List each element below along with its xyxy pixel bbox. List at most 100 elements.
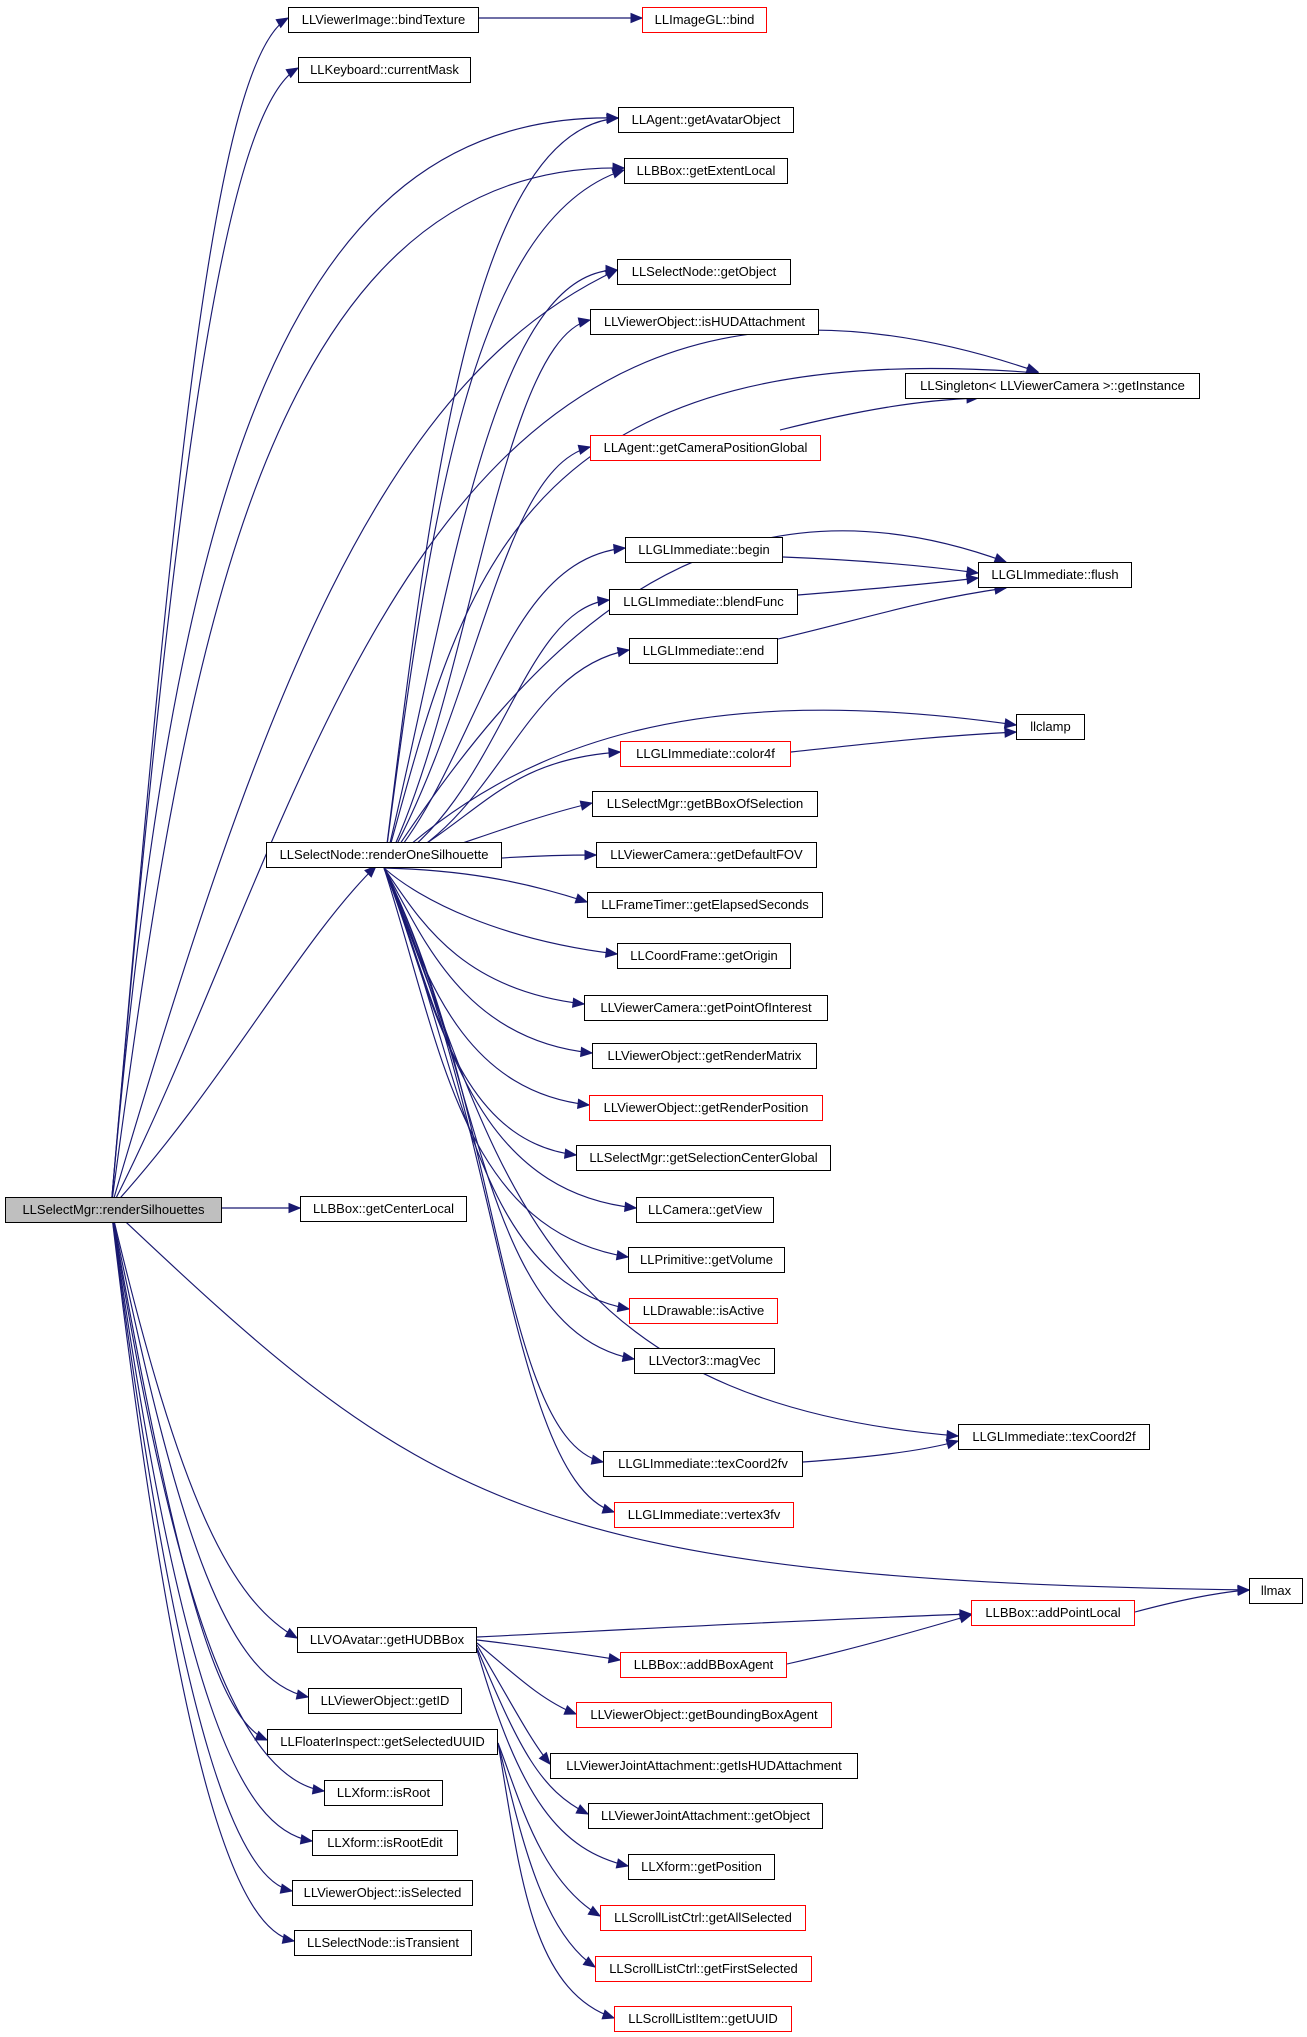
node-jointGetObject[interactable]: LLViewerJointAttachment::getObject (588, 1803, 823, 1829)
arrowhead-llmax (1237, 1585, 1251, 1597)
node-getVolume[interactable]: LLPrimitive::getVolume (628, 1247, 785, 1273)
node-vertex3fv[interactable]: LLGLImmediate::vertex3fv (614, 1502, 794, 1528)
node-bindTexture[interactable]: LLViewerImage::bindTexture (288, 7, 479, 33)
edge-renderOneSilhouette-to-getExtentLocal (383, 169, 625, 869)
node-getBoundingBoxAgent[interactable]: LLViewerObject::getBoundingBoxAgent (576, 1702, 832, 1728)
node-glBlendFunc[interactable]: LLGLImmediate::blendFunc (609, 589, 798, 615)
edge-addPointLocal-to-llmax (1134, 1589, 1250, 1613)
edge-renderOneSilhouette-to-getElapsedSeconds (383, 867, 588, 903)
edge-renderSilhouettes-to-isRoot (110, 1207, 325, 1792)
edge-renderOneSilhouette-to-glFlush (383, 530, 1007, 869)
node-getObject[interactable]: LLSelectNode::getObject (617, 259, 791, 285)
node-currentMask[interactable]: LLKeyboard::currentMask (298, 57, 471, 83)
edge-getSelectedUUID-to-getAllSelected (497, 1742, 601, 1917)
arrowhead-getBBoxOfSelection (579, 800, 594, 811)
edge-renderOneSilhouette-to-getCameraPositionGlobal (383, 446, 591, 869)
node-addBBoxAgent[interactable]: LLBBox::addBBoxAgent (620, 1652, 787, 1678)
arrowhead-getRenderPosition (577, 1098, 591, 1109)
edge-getHUDBBox-to-jointGetObject (476, 1647, 589, 1815)
node-llclamp[interactable]: llclamp (1016, 714, 1085, 740)
node-magVec[interactable]: LLVector3::magVec (634, 1348, 775, 1374)
node-getView[interactable]: LLCamera::getView (636, 1197, 774, 1223)
node-isRootEdit[interactable]: LLXform::isRootEdit (312, 1830, 458, 1856)
arrowhead-llclamp (1004, 727, 1018, 738)
arrowhead-glBegin (613, 543, 627, 555)
node-isTransient[interactable]: LLSelectNode::isTransient (294, 1930, 472, 1956)
node-getPointOfInterest[interactable]: LLViewerCamera::getPointOfInterest (584, 995, 828, 1021)
edge-glColor4f-to-llclamp (790, 731, 1017, 753)
edge-renderSilhouettes-to-getAvatarObject (110, 117, 619, 1209)
arrowhead-getCenterLocal (288, 1202, 302, 1214)
node-glEnd[interactable]: LLGLImmediate::end (629, 638, 778, 664)
arrowhead-isTransient (281, 1933, 296, 1944)
edge-texCoord2fv-to-texCoord2f (802, 1440, 959, 1463)
arrowhead-imageGLBind (630, 12, 644, 24)
node-getDefaultFOV[interactable]: LLViewerCamera::getDefaultFOV (596, 842, 817, 868)
node-glColor4f[interactable]: LLGLImmediate::color4f (620, 741, 791, 767)
node-singletonGetInstance[interactable]: LLSingleton< LLViewerCamera >::getInstan… (905, 373, 1200, 399)
node-getElapsedSeconds[interactable]: LLFrameTimer::getElapsedSeconds (587, 892, 823, 918)
node-getCameraPositionGlobal[interactable]: LLAgent::getCameraPositionGlobal (590, 435, 821, 461)
node-texCoord2f[interactable]: LLGLImmediate::texCoord2f (958, 1424, 1150, 1450)
arrowhead-addBBoxAgent (607, 1653, 622, 1664)
arrowhead-getBoundingBoxAgent (563, 1704, 578, 1715)
edge-renderOneSilhouette-to-glBlendFunc (383, 599, 610, 869)
arrowhead-getVolume (615, 1249, 630, 1261)
arrowhead-getView (624, 1201, 638, 1213)
node-getRenderMatrix[interactable]: LLViewerObject::getRenderMatrix (592, 1043, 817, 1069)
arrowhead-isRootEdit (299, 1834, 314, 1845)
edge-renderSilhouettes-to-getExtentLocal (110, 167, 625, 1209)
node-addPointLocal[interactable]: LLBBox::addPointLocal (971, 1600, 1135, 1626)
arrowhead-getCameraPositionGlobal (577, 444, 592, 455)
arrowhead-bindTexture (275, 17, 290, 29)
edge-renderOneSilhouette-to-glBegin (383, 547, 626, 869)
edge-renderSilhouettes-to-getID (110, 1207, 309, 1698)
node-getCenterLocal[interactable]: LLBBox::getCenterLocal (300, 1196, 467, 1222)
arrowhead-isSelected (279, 1883, 294, 1894)
edge-renderOneSilhouette-to-getObject (383, 269, 618, 869)
node-isRoot[interactable]: LLXform::isRoot (324, 1780, 443, 1806)
arrowhead-glEnd (616, 646, 631, 658)
arrowhead-getUUID (601, 2009, 616, 2020)
arrowhead-addPointLocal (958, 1613, 973, 1624)
arrowhead-getSelectionCenterGlobal (563, 1148, 578, 1159)
arrowhead-getElapsedSeconds (574, 893, 589, 904)
node-renderOneSilhouette[interactable]: LLSelectNode::renderOneSilhouette (266, 842, 502, 868)
arrowhead-texCoord2fv (590, 1454, 605, 1465)
node-getSelectionCenterGlobal[interactable]: LLSelectMgr::getSelectionCenterGlobal (576, 1145, 831, 1171)
node-getPosition[interactable]: LLXform::getPosition (628, 1854, 775, 1880)
node-getHUDBBox[interactable]: LLVOAvatar::getHUDBBox (297, 1627, 477, 1653)
node-glFlush[interactable]: LLGLImmediate::flush (978, 562, 1132, 588)
node-llmax[interactable]: llmax (1249, 1578, 1303, 1604)
node-getSelectedUUID[interactable]: LLFloaterInspect::getSelectedUUID (267, 1729, 498, 1755)
node-imageGLBind[interactable]: LLImageGL::bind (642, 7, 767, 33)
edge-glBlendFunc-to-glFlush (797, 577, 979, 596)
node-getExtentLocal[interactable]: LLBBox::getExtentLocal (624, 158, 788, 184)
arrowhead-renderOneSilhouette (364, 865, 377, 878)
node-isHUDAttachment[interactable]: LLViewerObject::isHUDAttachment (590, 309, 819, 335)
node-getUUID[interactable]: LLScrollListItem::getUUID (614, 2006, 792, 2032)
node-texCoord2fv[interactable]: LLGLImmediate::texCoord2fv (603, 1451, 803, 1477)
arrowhead-getIsHUDAttachment (538, 1751, 551, 1766)
node-getAvatarObject[interactable]: LLAgent::getAvatarObject (618, 107, 794, 133)
node-getOrigin[interactable]: LLCoordFrame::getOrigin (617, 943, 791, 969)
edge-renderOneSilhouette-to-texCoord2fv (383, 867, 604, 1463)
edge-getHUDBBox-to-addBBoxAgent (476, 1639, 621, 1661)
node-getID[interactable]: LLViewerObject::getID (308, 1688, 462, 1714)
arrowhead-magVec (621, 1351, 636, 1363)
node-isSelected[interactable]: LLViewerObject::isSelected (292, 1880, 473, 1906)
edge-renderSilhouettes-to-getHUDBBox (110, 1207, 298, 1639)
node-glBegin[interactable]: LLGLImmediate::begin (625, 537, 783, 563)
arrowhead-getID (295, 1689, 310, 1700)
node-getAllSelected[interactable]: LLScrollListCtrl::getAllSelected (600, 1905, 806, 1931)
arrowhead-getExtentLocal (611, 168, 626, 179)
node-getFirstSelected[interactable]: LLScrollListCtrl::getFirstSelected (595, 1956, 812, 1982)
arrowhead-getPosition (615, 1858, 630, 1869)
node-getBBoxOfSelection[interactable]: LLSelectMgr::getBBoxOfSelection (592, 791, 818, 817)
node-getIsHUDAttachment[interactable]: LLViewerJointAttachment::getIsHUDAttachm… (550, 1753, 858, 1779)
edge-renderSilhouettes-to-getSelectedUUID (110, 1207, 268, 1741)
node-getRenderPosition[interactable]: LLViewerObject::getRenderPosition (589, 1095, 823, 1121)
arrowhead-vertex3fv (601, 1503, 616, 1514)
node-isActive[interactable]: LLDrawable::isActive (629, 1298, 778, 1324)
